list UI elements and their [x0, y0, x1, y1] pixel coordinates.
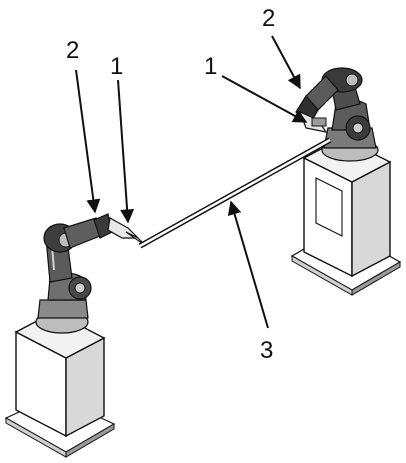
label-1-right: 1: [204, 53, 217, 80]
bar-workpiece: [138, 137, 332, 249]
arrow-2-left: [75, 69, 101, 214]
right-robot: [295, 67, 379, 162]
label-3: 3: [260, 337, 273, 364]
label-2-right: 2: [262, 5, 275, 32]
arrow-3: [227, 200, 269, 329]
arrow-1-right: [221, 75, 308, 123]
leader-lines: [75, 35, 308, 329]
label-1-left: 1: [110, 53, 123, 80]
arrow-1-left: [117, 79, 135, 224]
left-pedestal: [4, 311, 116, 458]
right-pedestal: [290, 137, 402, 296]
label-2-left: 2: [66, 37, 79, 64]
arrow-2-right: [271, 35, 301, 90]
left-robot: [35, 213, 147, 334]
